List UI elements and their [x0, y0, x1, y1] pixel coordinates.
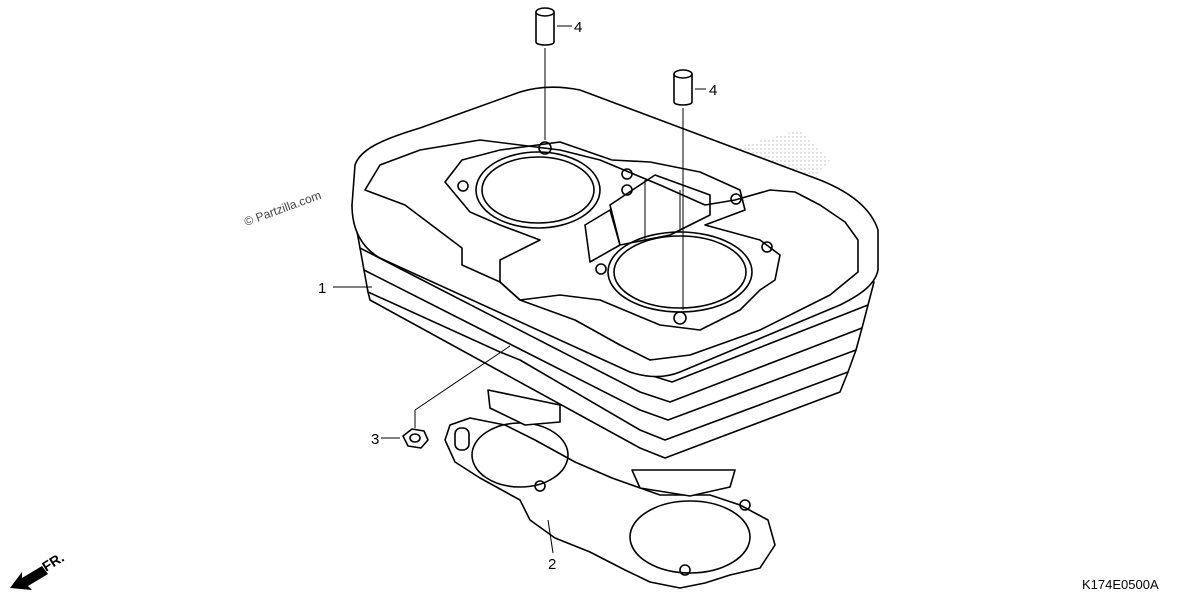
- callout-dowel-right: 4: [709, 82, 717, 99]
- callout-cylinder: 1: [318, 280, 326, 297]
- cylinder-body: [351, 86, 879, 497]
- callout-dowel-left: 4: [574, 19, 582, 36]
- dowel-pin-right: [673, 69, 693, 106]
- callout-nut: 3: [371, 431, 379, 448]
- leader-lines: [333, 25, 706, 554]
- flange-nut: [402, 428, 429, 449]
- dowel-pin-left: [535, 7, 555, 46]
- diagram-code: K174E0500A: [1082, 577, 1159, 592]
- cylinder-base-gasket: [444, 417, 776, 589]
- callout-gasket: 2: [548, 556, 556, 573]
- watermark-text: © Partzilla.com: [242, 188, 323, 229]
- front-direction-indicator: FR.: [10, 549, 67, 590]
